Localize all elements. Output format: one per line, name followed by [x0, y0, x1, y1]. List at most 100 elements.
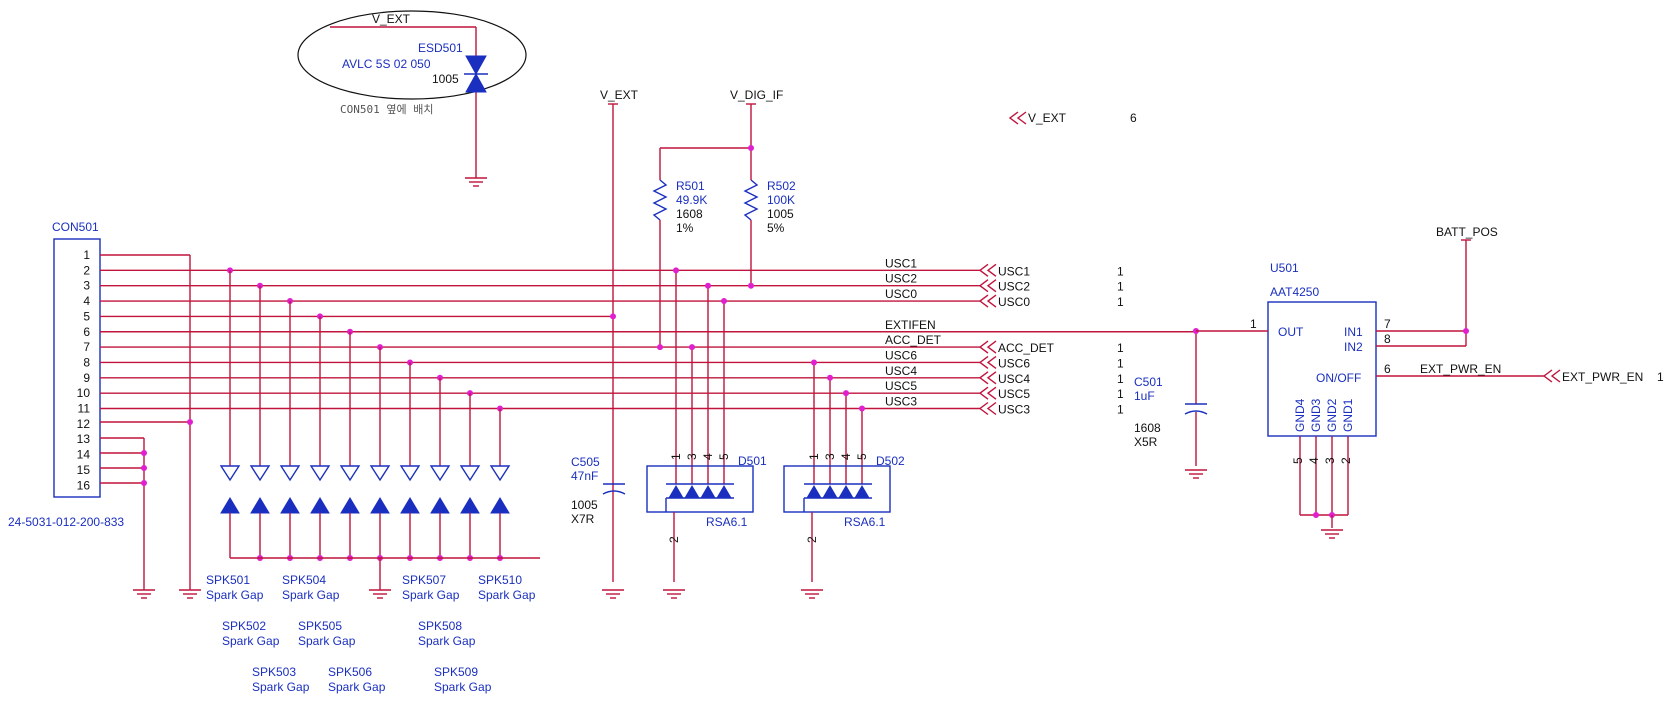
spark-gap-array	[219, 465, 540, 599]
diode-pin-number: 4	[701, 453, 715, 460]
con501-pin-12: 12	[77, 417, 91, 431]
spark-gap-upper-icon	[459, 465, 481, 482]
u501-body	[1267, 301, 1377, 437]
spark-ref-spk504: SPK504	[282, 573, 326, 587]
spark-ref-spk502: SPK502	[222, 619, 266, 633]
con501-pin-6: 6	[83, 325, 90, 339]
u501-gnd2-label: GND2	[1325, 398, 1339, 432]
net-labels: USC1USC2USC0EXTIFENACC_DETUSC6USC4USC5US…	[885, 256, 942, 408]
v-dig-if-rail-label: V_DIG_IF	[730, 88, 783, 102]
con501-pin-10: 10	[77, 386, 91, 400]
diode-pin-number: 5	[855, 453, 869, 460]
tvs-diode-icon	[854, 485, 870, 499]
svg-text:IN1: IN1	[1344, 325, 1363, 339]
spark-gap-lower-icon	[250, 497, 270, 514]
spark-gap-upper-icon	[249, 465, 271, 482]
net-label-usc4: USC4	[885, 364, 917, 378]
esd-ref: ESD501	[418, 41, 463, 55]
diode-pin-number: 4	[839, 453, 853, 460]
net-label-usc0: USC0	[885, 287, 917, 301]
svg-text:7: 7	[1384, 317, 1391, 331]
con501-pin-3: 3	[83, 279, 90, 293]
offpage-sheet: 1	[1117, 264, 1124, 278]
spark-gap-lower-icon	[490, 497, 510, 514]
r501-size: 1608	[676, 207, 703, 221]
placement-note-oval	[297, 10, 527, 100]
svg-text:2: 2	[805, 536, 819, 543]
esd-part: AVLC 5S 02 050	[342, 57, 431, 71]
u501-gnd1-label: GND1	[1341, 398, 1355, 432]
net-label-usc2: USC2	[885, 272, 917, 286]
tvs-diode-icon	[700, 485, 716, 499]
offpage-arrow-icon	[978, 401, 989, 416]
offpage-v-ext: V_EXT 6	[1008, 111, 1137, 125]
diode-pin-number: 1	[807, 453, 821, 460]
ext-pwr-en-port: EXT_PWR_EN	[1562, 370, 1643, 384]
spark-type: Spark Gap	[206, 588, 264, 602]
esd-net-label: V_EXT	[372, 12, 411, 26]
offpage-sheet: 1	[1117, 403, 1124, 417]
tvs-diode-icon	[684, 485, 700, 499]
spark-gap-upper-icon	[429, 465, 451, 482]
offpage-label-usc1: USC1	[998, 264, 1030, 278]
diode-pin-number: 3	[823, 453, 837, 460]
tvs-diode-icon	[668, 485, 684, 499]
diode-pin-number: 1	[669, 453, 683, 460]
r502-size: 1005	[767, 207, 794, 221]
con501-pin-7: 7	[83, 340, 90, 354]
u501-gnd4-label: GND4	[1293, 398, 1307, 432]
svg-text:X5R: X5R	[1134, 435, 1158, 449]
offpage-label-usc6: USC6	[998, 356, 1030, 370]
spark-gap-lower-icon	[370, 497, 390, 514]
r501-tol: 1%	[676, 221, 694, 235]
spark-gap-upper-icon	[369, 465, 391, 482]
offpage-label-acc_det: ACC_DET	[998, 341, 1055, 355]
net-label-usc6: USC6	[885, 348, 917, 362]
c505-group: C505 47nF 1005 X7R	[571, 455, 626, 599]
spark-gap-upper-icon	[339, 465, 361, 482]
spark-gap-lower-icon	[340, 497, 360, 514]
r502-value: 100K	[767, 193, 795, 207]
spark-gap-lower-icon	[310, 497, 330, 514]
spark-ref-spk501: SPK501	[206, 573, 250, 587]
svg-text:IN2: IN2	[1344, 340, 1363, 354]
offpage-sheet: 1	[1117, 295, 1124, 309]
spark-gap-lower-icon	[280, 497, 300, 514]
u501-gnd-pin: 4	[1307, 457, 1321, 464]
svg-text:C505: C505	[571, 455, 600, 469]
r502-ref: R502	[767, 179, 796, 193]
offpage-arrow-icon	[978, 279, 989, 293]
con501-pin-9: 9	[83, 371, 90, 385]
spark-ref-spk509: SPK509	[434, 665, 478, 679]
esd501-group: V_EXT ESD501 AVLC 5S 02 050 1005 CON501 …	[297, 10, 527, 187]
con501-part: 24-5031-012-200-833	[8, 515, 124, 529]
offpage-arrow-icon	[978, 386, 989, 400]
esd-size: 1005	[432, 72, 459, 86]
offpage-label-usc4: USC4	[998, 372, 1030, 386]
spark-type: Spark Gap	[328, 680, 386, 694]
con501-pin-16: 16	[77, 478, 91, 492]
spark-gap-lower-icon	[430, 497, 450, 514]
net-label-extifen: EXTIFEN	[885, 318, 936, 332]
spark-gap-upper-icon	[219, 465, 241, 482]
net-label-usc1: USC1	[885, 256, 917, 270]
net-label-usc3: USC3	[885, 395, 917, 409]
svg-text:D502: D502	[876, 454, 905, 468]
offpage-arrow-icon	[978, 294, 989, 308]
offpage-label-usc3: USC3	[998, 403, 1030, 417]
svg-text:1uF: 1uF	[1134, 389, 1155, 403]
d501-body	[646, 465, 754, 513]
spark-ref-spk505: SPK505	[298, 619, 342, 633]
resistor-r502-icon	[743, 179, 759, 221]
svg-text:6: 6	[1384, 362, 1391, 376]
offpage-arrow-icon	[978, 371, 989, 385]
spark-ref-spk510: SPK510	[478, 573, 522, 587]
esd-placement-note: CON501 옆에 배치	[340, 103, 433, 116]
u501-gnd-pin: 5	[1291, 457, 1305, 464]
